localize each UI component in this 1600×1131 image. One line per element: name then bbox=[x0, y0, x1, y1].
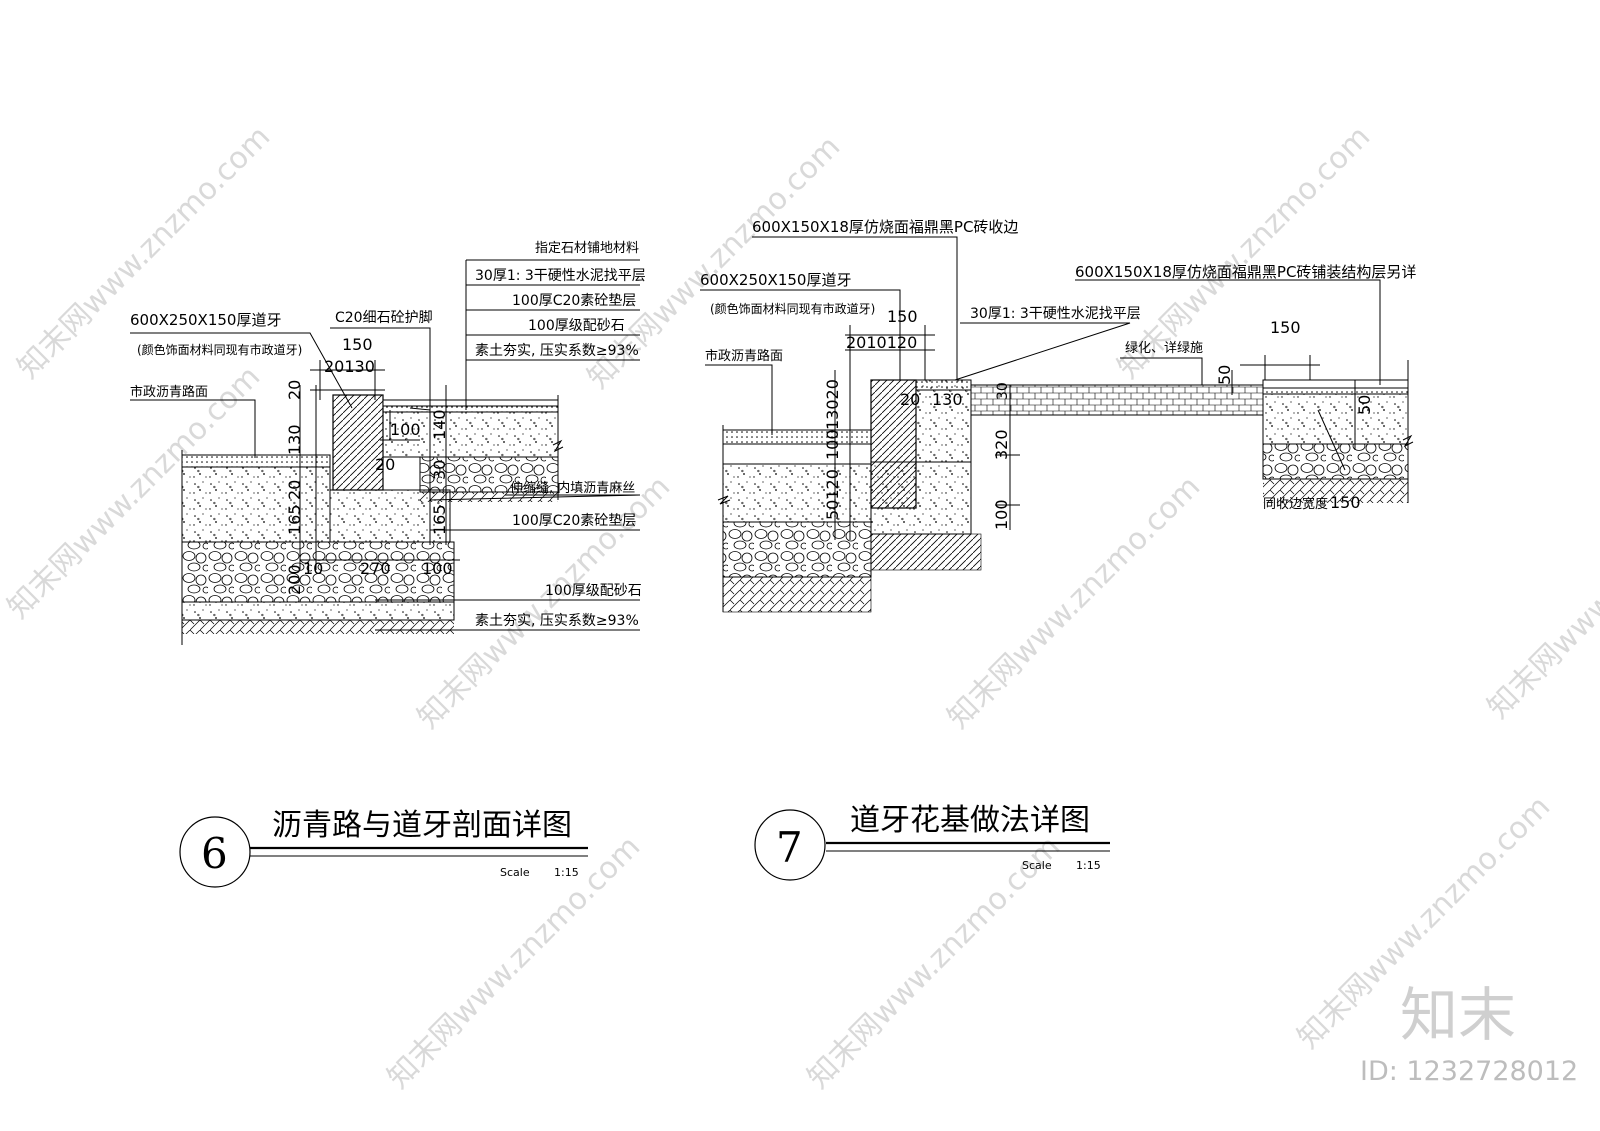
scale-label: Scale bbox=[500, 866, 530, 879]
dim-20-top: 20 bbox=[285, 380, 304, 400]
dim-270: 270 bbox=[360, 559, 391, 578]
callout-curb: 600X250X150厚道牙 bbox=[130, 311, 281, 329]
dim-100-curb: 100 bbox=[390, 420, 421, 439]
dim-320: 320 bbox=[992, 429, 1011, 460]
detail-number: 7 bbox=[776, 823, 803, 872]
callout-curb-note: (颜色饰面材料同现有市政道牙) bbox=[710, 301, 875, 316]
dim-130: 130 bbox=[932, 390, 963, 409]
dim-50-a: 50 bbox=[1215, 365, 1234, 385]
dim-100-b: 100 bbox=[992, 499, 1011, 530]
dim-150-a: 150 bbox=[887, 307, 918, 326]
callout-joint: 伸缩缝, 内填沥青麻丝 bbox=[510, 480, 635, 496]
watermark-id: ID: 1232728012 bbox=[1360, 1056, 1578, 1087]
callout-soil: 素土夯实, 压实系数≥93% bbox=[475, 343, 639, 359]
callout-curb: 600X250X150厚道牙 bbox=[700, 271, 851, 289]
dim-130: 130 bbox=[285, 424, 304, 455]
dim-50-b: 50 bbox=[1355, 395, 1374, 415]
dim-20-mid: 20 bbox=[375, 455, 395, 474]
dim-165-right: 165 bbox=[430, 504, 449, 535]
callout-gravel-2: 100厚级配砂石 bbox=[545, 583, 642, 599]
watermark-brand: 知末 bbox=[1400, 981, 1516, 1049]
detail-title: 沥青路与道牙剖面详图 bbox=[272, 808, 572, 843]
dim-50120: 50120 bbox=[823, 469, 842, 520]
scale-value: 1:15 bbox=[554, 866, 579, 879]
detail-number-circle bbox=[754, 809, 826, 881]
dim-20-left: 20 bbox=[285, 480, 304, 500]
dim-20: 20 bbox=[900, 390, 920, 409]
dim-200: 200 bbox=[285, 564, 304, 595]
dim-100-bottom: 100 bbox=[422, 559, 453, 578]
dim-140: 140 bbox=[430, 409, 449, 440]
callout-pc-edge: 600X150X18厚仿烧面福鼎黑PC砖收边 bbox=[752, 218, 1018, 236]
dim-20130: 20130 bbox=[324, 357, 375, 376]
watermark-text: 知末网www.znzmo.com bbox=[1481, 459, 1600, 725]
watermark-text: 知末网www.znzmo.com bbox=[941, 469, 1207, 735]
scale-label: Scale bbox=[1022, 859, 1052, 872]
callout-pc-pave: 600X150X18厚仿烧面福鼎黑PC砖铺装结构层另详 bbox=[1075, 263, 1416, 281]
dim-30: 30 bbox=[995, 382, 1011, 400]
dim-2010120: 2010120 bbox=[846, 333, 917, 352]
dim-165-left: 165 bbox=[285, 504, 304, 535]
scale-value: 1:15 bbox=[1076, 859, 1101, 872]
detail-6-section: 150 20130 20 130 100 20 20 165 200 140 3… bbox=[130, 241, 646, 888]
dim-150-b: 150 bbox=[1270, 318, 1301, 337]
dim-13020: 13020 bbox=[823, 379, 842, 430]
callout-mortar: 30厚1: 3干硬性水泥找平层 bbox=[970, 306, 1141, 322]
callout-concrete-2: 100厚C20素砼垫层 bbox=[512, 513, 636, 529]
callout-green: 绿化、详绿施 bbox=[1125, 341, 1203, 356]
callout-stone: 指定石材铺地材料 bbox=[535, 241, 639, 256]
dim-10: 10 bbox=[303, 559, 323, 578]
callout-curb-note: (颜色饰面材料同现有市政道牙) bbox=[137, 342, 302, 357]
callout-mortar: 30厚1: 3干硬性水泥找平层 bbox=[475, 268, 646, 284]
callout-edge-width: 同收边宽度 bbox=[1263, 496, 1328, 512]
callout-soil-2: 素土夯实, 压实系数≥93% bbox=[475, 613, 639, 629]
callout-concrete: 100厚C20素砼垫层 bbox=[512, 293, 636, 309]
dim-100: 100 bbox=[823, 429, 842, 460]
detail-title: 道牙花基做法详图 bbox=[850, 803, 1090, 838]
dim-150: 150 bbox=[342, 335, 373, 354]
callout-c20: C20细石砼护脚 bbox=[335, 310, 433, 326]
callout-asphalt: 市政沥青路面 bbox=[130, 384, 208, 400]
detail-7-section: 150 2010120 13020 100 50120 20 130 30 32… bbox=[700, 218, 1416, 881]
callout-gravel: 100厚级配砂石 bbox=[528, 318, 625, 334]
dim-30: 30 bbox=[430, 460, 449, 480]
detail-number: 6 bbox=[201, 829, 228, 878]
detail-number-circle bbox=[179, 816, 251, 888]
callout-asphalt: 市政沥青路面 bbox=[705, 348, 783, 364]
dim-150-c: 150 bbox=[1330, 493, 1361, 512]
